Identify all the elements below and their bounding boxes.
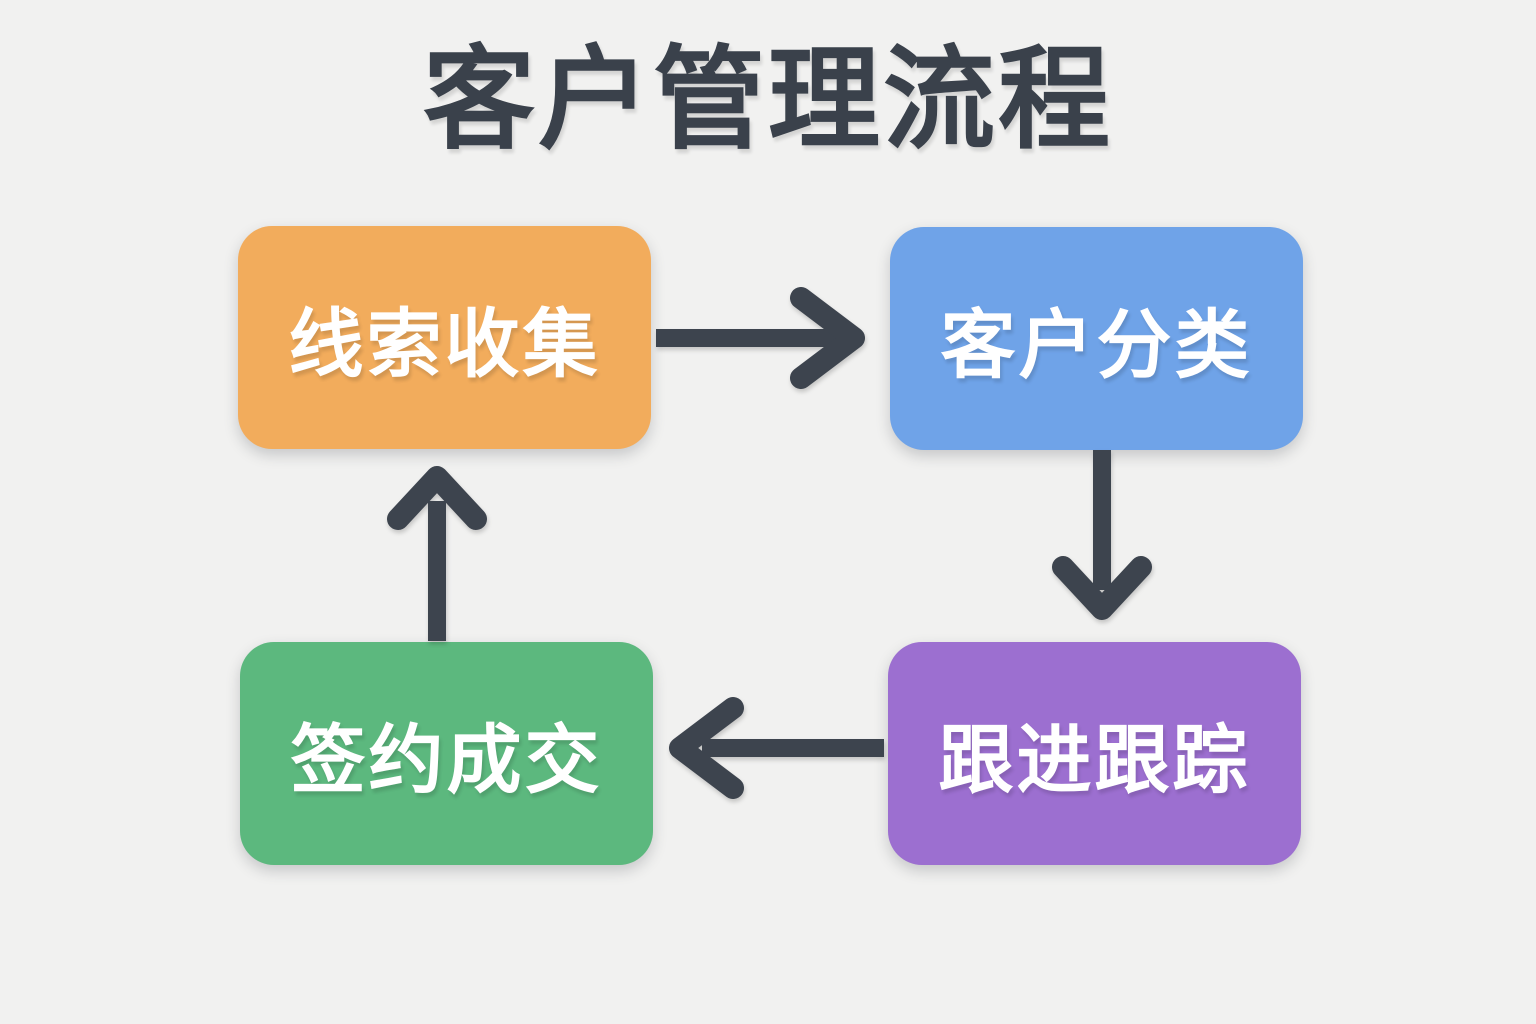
- arrow-left-icon: [669, 697, 884, 799]
- node-customer-classification-label: 客户分类: [940, 303, 1253, 387]
- diagram-title: 客户管理流程: [423, 37, 1113, 162]
- arrow-right-icon: [656, 287, 865, 389]
- node-deal-closing-label: 签约成交: [290, 718, 603, 802]
- node-follow-up-tracking: 跟进跟踪: [888, 642, 1301, 865]
- arrow-up-icon: [387, 466, 487, 641]
- node-follow-up-tracking-label: 跟进跟踪: [938, 718, 1251, 802]
- node-deal-closing: 签约成交: [240, 642, 653, 865]
- node-lead-collection: 线索收集: [238, 226, 651, 449]
- node-lead-collection-label: 线索收集: [288, 302, 601, 386]
- node-customer-classification: 客户分类: [890, 227, 1303, 450]
- arrow-down-icon: [1052, 450, 1152, 620]
